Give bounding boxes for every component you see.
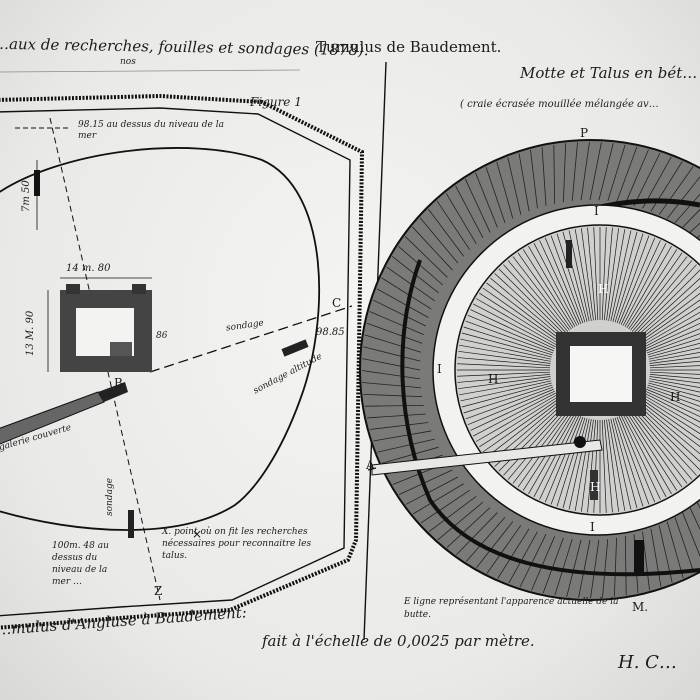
- enclosure-outline-inner: [0, 107, 351, 617]
- diagonal-section-line: [149, 305, 353, 373]
- sondage-vertical-trench: [128, 510, 134, 538]
- letter-c: C: [332, 296, 342, 310]
- small-86-label: 86: [156, 331, 168, 341]
- left-title-nos: nos: [120, 57, 136, 67]
- letter-i-bottom: I: [590, 520, 595, 534]
- altitude-top-label: 98.15 au dessus du niveau de la mer: [78, 120, 224, 142]
- section-line-a: [367, 467, 377, 471]
- letter-i-top: I: [594, 204, 599, 218]
- footer-scale: fait à l'échelle de 0,0025 par mètre.: [262, 632, 535, 650]
- letter-p: P: [580, 126, 589, 140]
- letter-h-bottom: H: [590, 480, 601, 494]
- letter-h-left: H: [488, 372, 499, 386]
- bottom-altitude-label: 100m. 48 au dessus du niveau de la mer …: [52, 541, 109, 588]
- height-label: 13 M. 90: [25, 310, 36, 356]
- letter-z: Z: [154, 584, 163, 598]
- letter-h-right: H: [670, 390, 681, 404]
- title-rule: [0, 69, 301, 73]
- chamber-square: [60, 284, 152, 372]
- letter-h-top: H: [598, 282, 609, 296]
- width-label: 14 m. 80: [66, 263, 111, 274]
- letter-b: B: [114, 376, 123, 390]
- tumulus-plan: [359, 139, 700, 601]
- figure-label: Figure 1: [250, 95, 302, 109]
- letter-m: M.: [632, 600, 649, 614]
- mound-outline: [0, 147, 321, 531]
- vertical-dashed-line: [49, 117, 161, 601]
- letter-a: A: [366, 458, 375, 472]
- note-x: X. point où on fit les recherches nécess…: [162, 527, 312, 562]
- altitude-right-label: 98.85: [316, 327, 345, 338]
- right-title: Motte et Talus en bét…: [520, 64, 698, 82]
- svg-text:×: ×: [192, 527, 202, 541]
- right-subtitle: ( craie écrasée mouillée mélangée av…: [460, 99, 659, 110]
- legend-e: E ligne représentant l'apparence actuell…: [404, 597, 619, 620]
- right-passage: [371, 439, 603, 476]
- depth-label: 7m 50: [21, 180, 32, 212]
- footer-signature: H. C…: [618, 652, 677, 673]
- enclosure-outline: [0, 93, 365, 630]
- center-title: Tumulus de Baudement.: [316, 38, 502, 56]
- letter-i-left: I: [437, 362, 442, 376]
- sondage-vertical-label: sondage: [105, 477, 115, 516]
- sondage-trench: [281, 339, 309, 357]
